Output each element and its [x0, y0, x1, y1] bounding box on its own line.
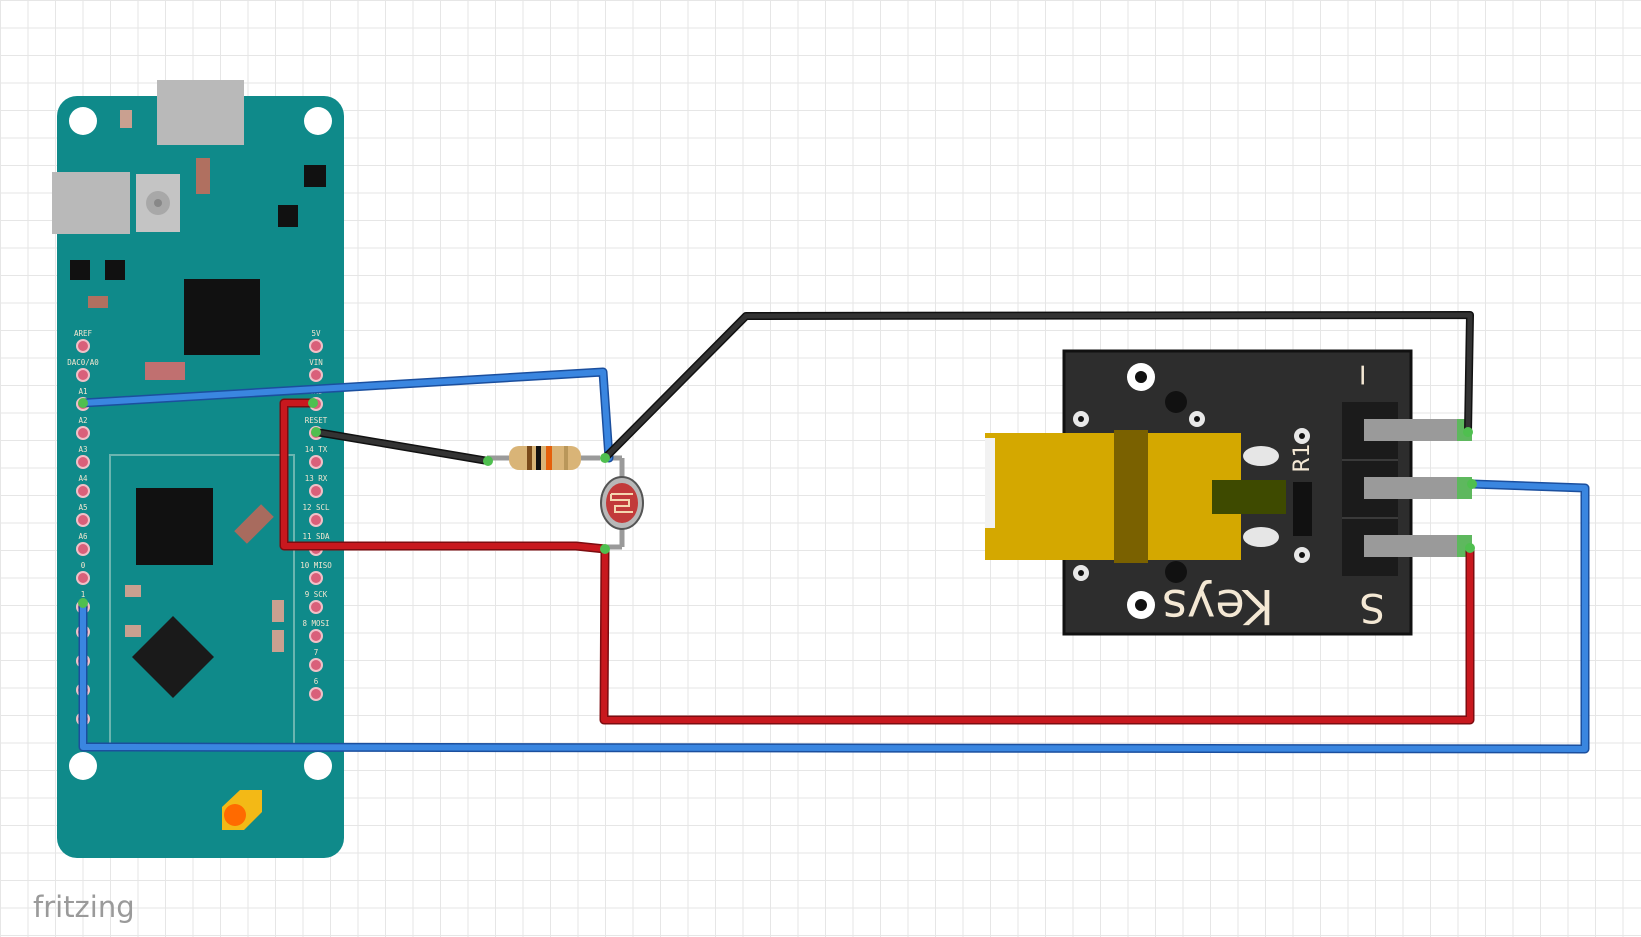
header-pin[interactable]: [76, 513, 90, 527]
small-ic: [304, 165, 326, 187]
header-pin[interactable]: [76, 542, 90, 556]
mounting-hole: [304, 107, 332, 135]
small-ic: [105, 260, 125, 280]
pin-label: A3: [78, 445, 87, 454]
resistor-body: [509, 446, 581, 470]
header-pin[interactable]: [309, 600, 323, 614]
resistor-label: R1: [1290, 443, 1315, 472]
photoresistor-track: [610, 493, 633, 513]
header-pin[interactable]: [309, 571, 323, 585]
resistor-band: [546, 446, 552, 470]
pin-signal-label: S: [1359, 584, 1384, 630]
pin-label: AREF: [74, 329, 93, 338]
resistor-band: [564, 446, 568, 470]
main-mcu-chip: [184, 279, 260, 355]
wire-red-5v[interactable]: [281, 400, 608, 552]
pin-label: 0: [81, 561, 86, 570]
header-pin-signal[interactable]: [1364, 535, 1472, 557]
header-pin[interactable]: [76, 455, 90, 469]
pin-label: 1: [81, 590, 86, 599]
laser-diode-body: [985, 433, 1241, 560]
wire-red-laser[interactable]: [601, 545, 1473, 723]
usb-connector: [157, 80, 244, 145]
secondary-chip: [136, 488, 213, 565]
header-pin[interactable]: [76, 339, 90, 353]
connection-points: [78, 398, 1477, 608]
header-pin[interactable]: [76, 484, 90, 498]
resistor-band: [536, 446, 541, 470]
fritzing-logo: fritzing: [33, 890, 135, 924]
mounting-hole: [69, 752, 97, 780]
pin-label: 6: [314, 677, 319, 686]
module-brand-text: Keys: [1162, 578, 1274, 634]
module-resistor: [1293, 482, 1312, 536]
board-pcb: [57, 96, 344, 858]
pin-label: A6: [78, 532, 88, 541]
power-led: [224, 804, 246, 826]
header-pin[interactable]: [309, 687, 323, 701]
header-pin[interactable]: [309, 368, 323, 382]
pin-label: 5V: [311, 329, 321, 338]
pin-label: 13 RX: [305, 474, 328, 483]
header-pin[interactable]: [76, 368, 90, 382]
wire-blue-pin1[interactable]: [80, 481, 1588, 752]
smd-part: [196, 158, 210, 194]
pin-label: 10 MISO: [300, 561, 332, 570]
pin-label: A4: [78, 474, 88, 483]
pin-label: 11 SDA: [302, 532, 330, 541]
header-pin[interactable]: [309, 339, 323, 353]
mounting-hole: [304, 752, 332, 780]
header-pin[interactable]: [76, 426, 90, 440]
pin-label: A1: [78, 387, 87, 396]
smd-part: [145, 362, 185, 380]
laser-module: R1 − S Keys: [985, 349, 1472, 636]
pin-label: 14 TX: [305, 445, 328, 454]
smd-part: [88, 296, 108, 308]
laser-leads: [1212, 480, 1286, 514]
pin-label: 7: [314, 648, 319, 657]
header-pin[interactable]: [309, 629, 323, 643]
laser-collar: [1114, 430, 1148, 563]
small-ic: [278, 205, 298, 227]
header-pin[interactable]: [309, 455, 323, 469]
header-pin-middle[interactable]: [1364, 477, 1472, 499]
smd-part: [234, 504, 274, 544]
header-pin[interactable]: [76, 571, 90, 585]
wire-black-laser[interactable]: [602, 312, 1473, 461]
wire-black-gnd[interactable]: [313, 429, 491, 464]
resistor: [487, 446, 600, 470]
pin-label: 9 SCK: [305, 590, 328, 599]
wire-blue-a1[interactable]: [80, 369, 612, 461]
smd-part: [125, 585, 141, 597]
pin-label: RESET: [305, 416, 328, 425]
header-pin[interactable]: [309, 658, 323, 672]
pin-label: 8 MOSI: [302, 619, 329, 628]
pin-label: A5: [78, 503, 87, 512]
smd-part: [272, 600, 284, 622]
pin-label: VIN: [309, 358, 323, 367]
smd-part: [272, 630, 284, 652]
pin-label: A2: [78, 416, 87, 425]
smd-part: [120, 110, 132, 128]
photoresistor: [600, 455, 644, 550]
smd-part: [125, 625, 141, 637]
mounting-hole: [69, 107, 97, 135]
header-pin[interactable]: [309, 513, 323, 527]
laser-lens: [985, 438, 995, 528]
small-ic: [70, 260, 90, 280]
side-connector: [52, 172, 130, 234]
pin-label: DAC0/A0: [67, 358, 99, 367]
pin-minus-label: −: [1345, 362, 1380, 387]
header-pin[interactable]: [309, 484, 323, 498]
pin-label: 12 SCL: [302, 503, 330, 512]
resistor-band: [527, 446, 532, 470]
header-pin-minus[interactable]: [1364, 419, 1472, 441]
